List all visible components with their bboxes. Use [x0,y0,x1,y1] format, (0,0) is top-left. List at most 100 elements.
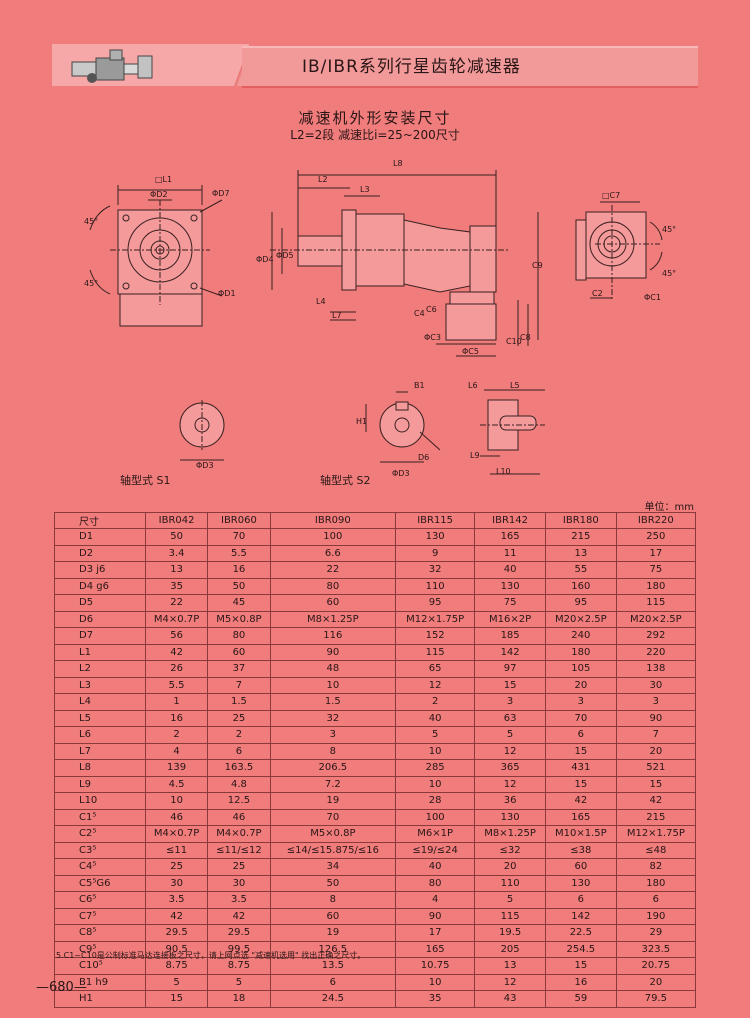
value-cell: 180 [615,577,697,595]
row-label-cell: D7 [54,627,146,645]
row-label-cell: L9 [54,775,146,793]
value-cell: 36 [474,792,546,810]
drawing-subheading: L2=2段 减速比i=25~200尺寸 [290,128,460,142]
value-cell: 3 [474,693,546,711]
gearbox-logo-icon [71,49,153,83]
value-cell: 34 [269,858,397,876]
value-cell: 165 [544,808,617,826]
value-cell: 70 [544,709,617,727]
dim-s1-D3: ΦD3 [196,461,214,470]
value-cell: 29.5 [144,924,209,942]
value-cell: 70 [207,528,271,546]
value-cell: 100 [269,528,397,546]
value-cell: 7.2 [269,775,397,793]
value-cell: 6.6 [269,544,397,562]
value-cell: 80 [207,627,271,645]
value-cell: 165 [474,528,546,546]
value-cell: 190 [615,907,697,925]
shaft-key-view [480,389,545,475]
dim-C9: C9 [532,261,543,270]
value-cell: ≤14/≤15.875/≤16 [269,841,397,859]
value-cell: 22 [144,594,209,612]
value-cell: 8 [269,891,397,909]
value-cell: 130 [474,808,546,826]
value-cell: M10×1.5P [544,825,617,843]
value-cell: 5 [207,973,271,991]
side-view [270,170,539,357]
value-cell: 180 [544,643,617,661]
row-label-cell: C2⁵ [54,825,146,843]
value-cell: M5×0.8P [269,825,397,843]
value-cell: 3 [615,693,697,711]
value-cell: 43 [474,990,546,1008]
row-label-cell: D1 [54,528,146,546]
row-label-cell: L2 [54,660,146,678]
value-cell: 9 [394,544,476,562]
row-label-cell: L6 [54,726,146,744]
value-cell: 142 [474,643,546,661]
dim-D5: ΦD5 [276,251,294,260]
value-cell: 80 [269,577,397,595]
value-cell: 110 [394,577,476,595]
value-cell: 6 [615,891,697,909]
dim-D6: D6 [418,453,429,462]
unit-label: 单位：mm [644,502,694,513]
value-cell: 12 [474,742,546,760]
value-cell: 20.75 [615,957,697,975]
value-cell: 8 [269,742,397,760]
value-cell: 4.8 [207,775,271,793]
value-cell: 22 [269,561,397,579]
dim-C1: ΦC1 [644,293,661,302]
dim-D2: ΦD2 [150,190,168,199]
value-cell: 95 [544,594,617,612]
row-label-cell: L5 [54,709,146,727]
value-cell: 40 [394,858,476,876]
shaft-s1-label: 轴型式 S1 [120,474,171,487]
value-cell: 29 [615,924,697,942]
value-cell: 30 [207,874,271,892]
dim-D7: ΦD7 [212,189,230,198]
row-label-cell: D2 [54,544,146,562]
value-cell: M12×1.75P [615,825,697,843]
value-cell: 4 [394,891,476,909]
value-cell: 3.4 [144,544,209,562]
table-header-cell: IBR115 [394,512,476,529]
page-header: IB/IBR系列行星齿轮减速器 [52,44,698,88]
row-label-cell: C6⁵ [54,891,146,909]
value-cell: M8×1.25P [474,825,546,843]
value-cell: 3 [269,726,397,744]
page-title: IB/IBR系列行星齿轮减速器 [302,57,521,77]
value-cell: ≤11 [144,841,209,859]
value-cell: 60 [269,907,397,925]
value-cell: 5 [394,726,476,744]
value-cell: 115 [474,907,546,925]
value-cell: 5.5 [144,676,209,694]
dim-L9: L9 [470,451,480,460]
value-cell: 55 [544,561,617,579]
value-cell: 431 [544,759,617,777]
value-cell: 292 [615,627,697,645]
value-cell: 12.5 [207,792,271,810]
value-cell: 521 [615,759,697,777]
value-cell: 26 [144,660,209,678]
value-cell: 2 [394,693,476,711]
dim-L8: L8 [393,159,403,168]
value-cell: 2 [144,726,209,744]
value-cell: 323.5 [615,940,697,958]
value-cell: 20 [474,858,546,876]
value-cell: 1 [144,693,209,711]
row-label-cell: D6 [54,610,146,628]
front-view [89,185,223,327]
